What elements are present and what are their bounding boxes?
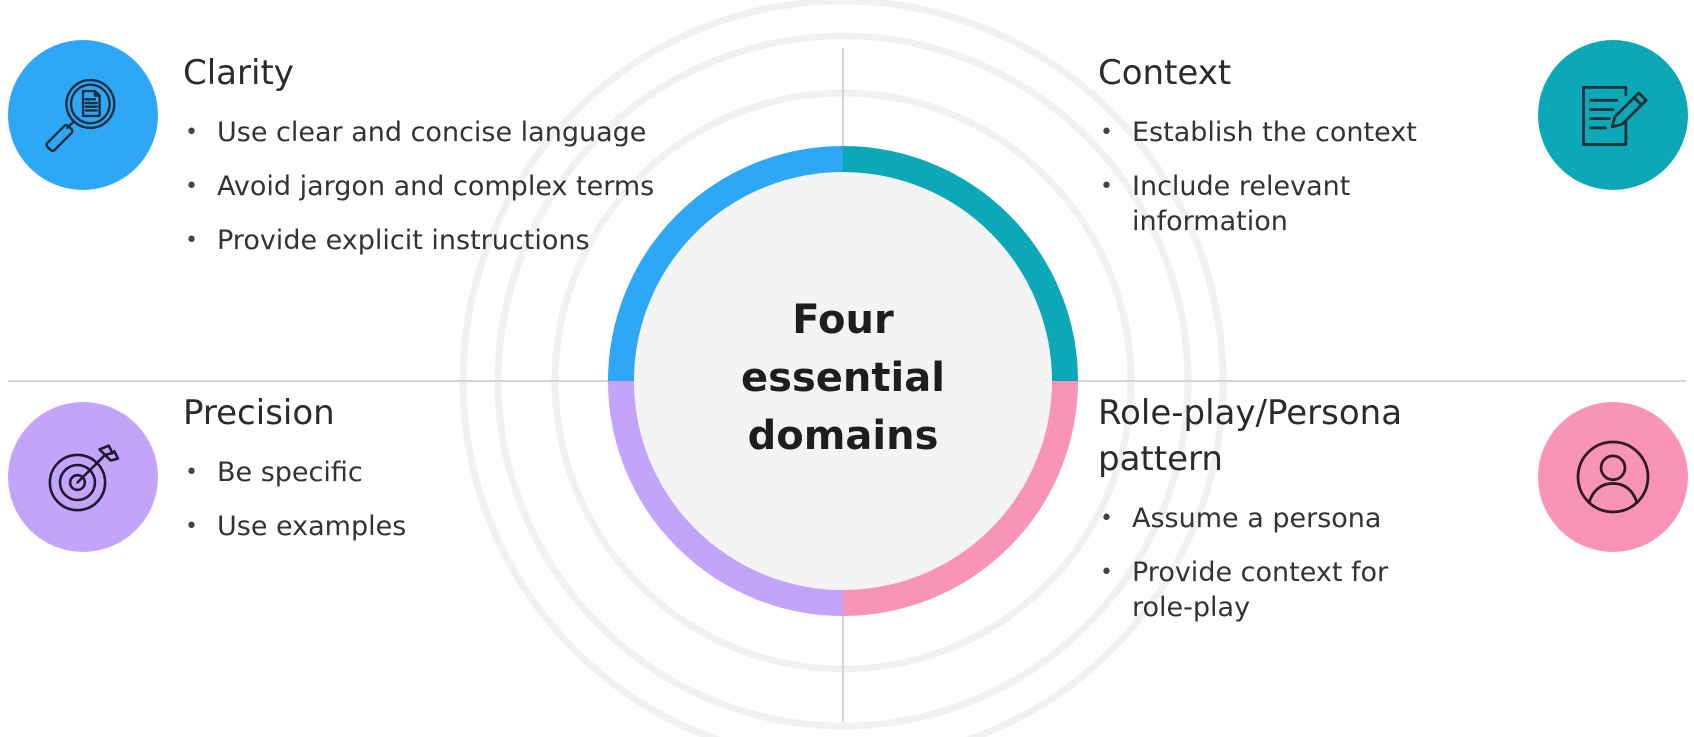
context-bullet-2: Include relevant information: [1098, 169, 1438, 239]
ring-arc-precision: [608, 380, 844, 616]
target-arrow-icon: [48, 444, 120, 512]
precision-bullet-1: Be specific: [183, 455, 603, 490]
context-section: Context Establish the context Include re…: [1098, 50, 1438, 239]
clarity-icon-badge: [8, 40, 158, 190]
clarity-title: Clarity: [183, 53, 294, 93]
roleplay-icon-badge: [1538, 402, 1688, 552]
precision-bullet-2: Use examples: [183, 509, 603, 544]
clarity-bullet-list: Use clear and concise language Avoid jar…: [183, 115, 703, 258]
precision-bullet-list: Be specific Use examples: [183, 455, 603, 544]
notepad-pencil-icon: [1582, 86, 1648, 146]
precision-icon-badge: [8, 402, 158, 552]
user-avatar-icon: [1576, 440, 1650, 514]
clarity-bullet-1: Use clear and concise language: [183, 115, 703, 150]
center-title-line-1: Four: [792, 297, 894, 343]
context-icon-badge: [1538, 40, 1688, 190]
roleplay-title: Role-play/Persona pattern: [1098, 393, 1403, 479]
center-disc: [627, 165, 1059, 597]
precision-title: Precision: [183, 393, 335, 433]
precision-section: Precision Be specific Use examples: [183, 390, 603, 544]
magnifier-document-icon: [45, 78, 116, 152]
clarity-bullet-2: Avoid jargon and complex terms: [183, 169, 703, 204]
roleplay-section: Role-play/Persona pattern Assume a perso…: [1098, 390, 1438, 625]
roleplay-bullet-2: Provide context for role-play: [1098, 555, 1438, 625]
context-bullet-1: Establish the context: [1098, 115, 1438, 150]
context-bullet-list: Establish the context Include relevant i…: [1098, 115, 1438, 239]
ring-arc-roleplay: [842, 380, 1078, 616]
center-title: Four essential domains: [693, 291, 993, 465]
center-title-line-2: essential: [741, 355, 945, 401]
clarity-bullet-3: Provide explicit instructions: [183, 223, 703, 258]
context-title: Context: [1098, 53, 1232, 93]
roleplay-bullet-1: Assume a persona: [1098, 501, 1438, 536]
clarity-section: Clarity Use clear and concise language A…: [183, 50, 703, 258]
center-title-line-3: domains: [747, 413, 939, 459]
ring-arc-context: [842, 146, 1078, 382]
roleplay-bullet-list: Assume a persona Provide context for rol…: [1098, 501, 1438, 625]
